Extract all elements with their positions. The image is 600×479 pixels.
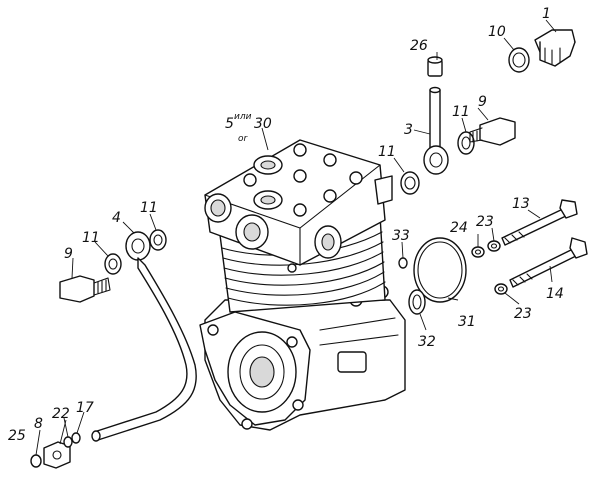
washer-part-11-upper (457, 131, 475, 155)
washer-part-11-left-upper (149, 229, 167, 251)
bolt-part-13 (501, 199, 578, 246)
leader-lines (35, 19, 557, 456)
washer-part-11-middle (400, 171, 420, 195)
washer-part-10 (508, 47, 530, 73)
label-part-11-upper: 11 (452, 104, 470, 120)
label-part-11-left-upper: 11 (140, 200, 158, 216)
fitting-part-1 (534, 29, 576, 67)
label-part-31: 31 (458, 314, 476, 330)
bolt-part-14 (509, 237, 588, 288)
label-part-22: 22 (52, 406, 70, 422)
label-part-13: 13 (512, 196, 530, 212)
label-or: or (238, 134, 249, 144)
label-part-11-middle: 11 (378, 144, 396, 160)
label-part-4: 4 (112, 210, 121, 226)
label-part-33: 33 (392, 228, 410, 244)
nut-part-17 (71, 432, 81, 444)
washer-part-24 (471, 246, 485, 258)
label-part-23-upper: 23 (476, 214, 494, 230)
label-part-26: 26 (410, 38, 428, 54)
ring-part-25 (30, 454, 42, 468)
label-part-25: 25 (8, 428, 26, 444)
label-part-10: 10 (488, 24, 506, 40)
label-part-5: 5 (225, 116, 234, 132)
washer-part-11-left (104, 253, 122, 275)
bolt-part-9-right (469, 117, 516, 146)
washer-part-33 (398, 257, 408, 269)
gasket-part-32 (408, 289, 426, 315)
label-part-3: 3 (404, 122, 413, 138)
washer-part-22 (63, 436, 73, 448)
o-ring-part-31 (413, 237, 467, 303)
label-part-24: 24 (450, 220, 468, 236)
bolt-part-9-left (59, 275, 111, 303)
pipe-part-4 (91, 231, 197, 442)
plug-part-26 (427, 56, 443, 77)
label-part-32: 32 (418, 334, 436, 350)
label-part-17: 17 (76, 400, 94, 416)
label-part-9-right: 9 (478, 94, 487, 110)
label-part-1: 1 (542, 6, 551, 22)
label-part-14: 14 (546, 286, 564, 302)
compressor-body (199, 139, 406, 431)
label-part-11-left: 11 (82, 230, 100, 246)
label-part-9-left: 9 (64, 246, 73, 262)
flange-part-8 (43, 441, 71, 469)
label-ili: или (234, 112, 252, 122)
label-part-23-lower: 23 (514, 306, 532, 322)
tube-part-3 (423, 86, 449, 175)
washer-part-23-lower (494, 283, 508, 295)
washer-part-23-upper (487, 240, 501, 252)
label-part-8: 8 (34, 416, 43, 432)
label-part-30: 30 (254, 116, 272, 132)
callout-labels: 1 10 26 9 11 3 5 или 30 or 11 13 24 23 3… (8, 6, 564, 444)
